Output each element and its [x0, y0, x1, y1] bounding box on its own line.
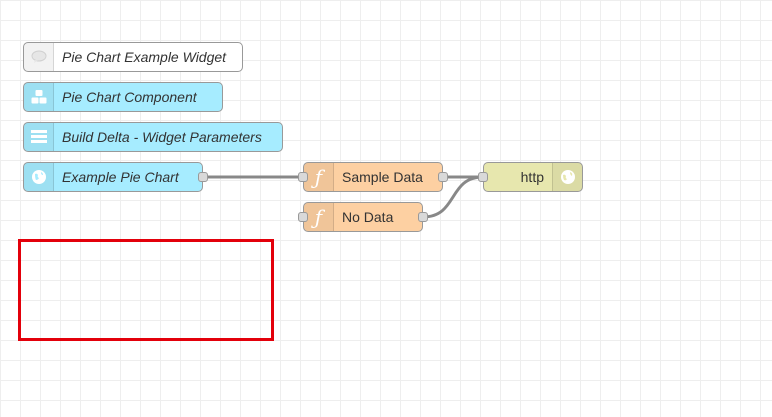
node-label: http [520, 169, 544, 185]
function-icon: ƒ [304, 203, 334, 231]
node-pie-chart-component[interactable]: Pie Chart Component [23, 82, 223, 112]
node-label: No Data [342, 209, 394, 225]
input-port[interactable] [478, 172, 488, 182]
input-port[interactable] [298, 172, 308, 182]
function-icon: ƒ [304, 163, 334, 191]
comment-icon [24, 43, 54, 71]
cubes-icon [24, 83, 54, 111]
globe-icon [24, 163, 54, 191]
node-pie-chart-example-widget[interactable]: Pie Chart Example Widget [23, 42, 243, 72]
list-icon [24, 123, 54, 151]
output-port[interactable] [418, 212, 428, 222]
node-label: Example Pie Chart [62, 169, 179, 185]
node-label: Sample Data [342, 169, 423, 185]
node-http-response[interactable]: http [478, 162, 583, 192]
node-build-delta-widget-parameters[interactable]: Build Delta - Widget Parameters [23, 122, 283, 152]
node-sample-data[interactable]: ƒ Sample Data [298, 162, 448, 192]
input-port[interactable] [298, 212, 308, 222]
node-label: Build Delta - Widget Parameters [62, 129, 262, 145]
selection-box [18, 239, 274, 341]
output-port[interactable] [198, 172, 208, 182]
node-label: Pie Chart Component [62, 89, 197, 105]
http-icon [552, 163, 582, 191]
node-label: Pie Chart Example Widget [62, 49, 227, 65]
node-no-data[interactable]: ƒ No Data [298, 202, 428, 232]
node-example-pie-chart[interactable]: Example Pie Chart [23, 162, 208, 192]
output-port[interactable] [438, 172, 448, 182]
